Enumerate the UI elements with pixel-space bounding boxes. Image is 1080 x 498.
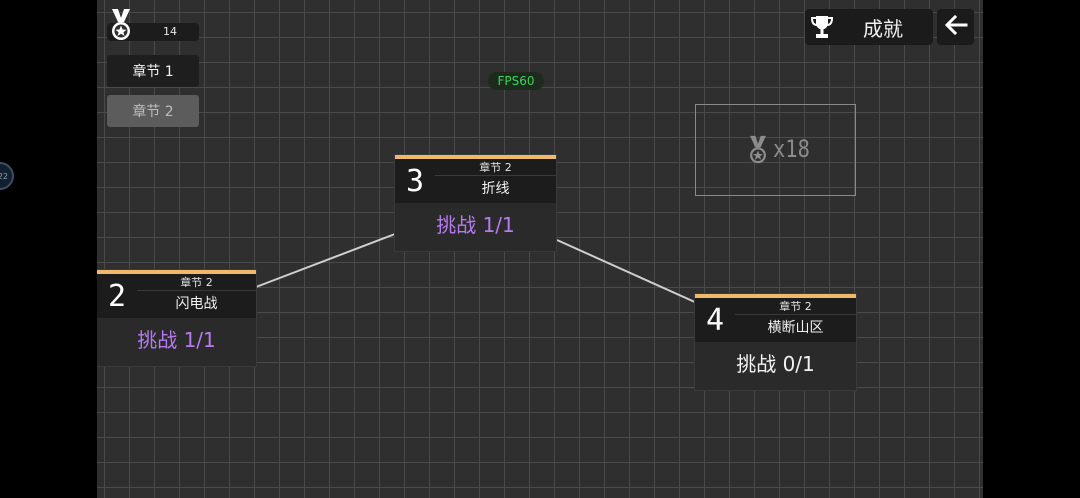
link-3-to-4: [556, 239, 698, 304]
level-chapter: 章节 2: [735, 298, 856, 315]
level-card-3[interactable]: 3 章节 2 折线 挑战 1/1: [395, 155, 556, 251]
level-number: 2: [97, 274, 137, 318]
level-map[interactable]: 14 章节 1 章节 2 FPS60 成就: [97, 0, 983, 498]
fps-counter: FPS60: [488, 72, 544, 90]
level-name: 闪电战: [137, 291, 256, 318]
achievements-button[interactable]: 成就: [805, 9, 933, 45]
level-status: 挑战 0/1: [736, 352, 815, 376]
level-number: 3: [395, 159, 435, 203]
medal-icon: [746, 135, 770, 169]
chapter-2-button[interactable]: 章节 2: [107, 95, 199, 127]
level-card-4[interactable]: 4 章节 2 横断山区 挑战 0/1: [695, 294, 856, 390]
medal-count: 14: [163, 25, 177, 38]
chapter-1-button[interactable]: 章节 1: [107, 55, 199, 87]
level-name: 横断山区: [735, 315, 856, 342]
link-2-to-3: [255, 233, 396, 288]
level-connections: [255, 233, 698, 304]
level-number: 4: [695, 298, 735, 342]
reward-multiplier: x18: [773, 135, 810, 163]
medal-counter: 14: [107, 8, 199, 42]
level-status: 挑战 1/1: [137, 328, 216, 352]
level-chapter: 章节 2: [435, 159, 556, 176]
level-status: 挑战 1/1: [436, 213, 515, 237]
level-card-2[interactable]: 2 章节 2 闪电战 挑战 1/1: [97, 270, 256, 366]
reward-box: x18: [695, 104, 856, 196]
level-name: 折线: [435, 176, 556, 203]
level-chapter: 章节 2: [137, 274, 256, 291]
achievements-label: 成就: [863, 17, 903, 41]
arrow-left-icon: [944, 14, 968, 39]
back-button[interactable]: [937, 9, 974, 45]
medal-icon: [109, 8, 133, 46]
trophy-icon: [809, 14, 835, 45]
side-indicator[interactable]: 22: [0, 162, 14, 190]
